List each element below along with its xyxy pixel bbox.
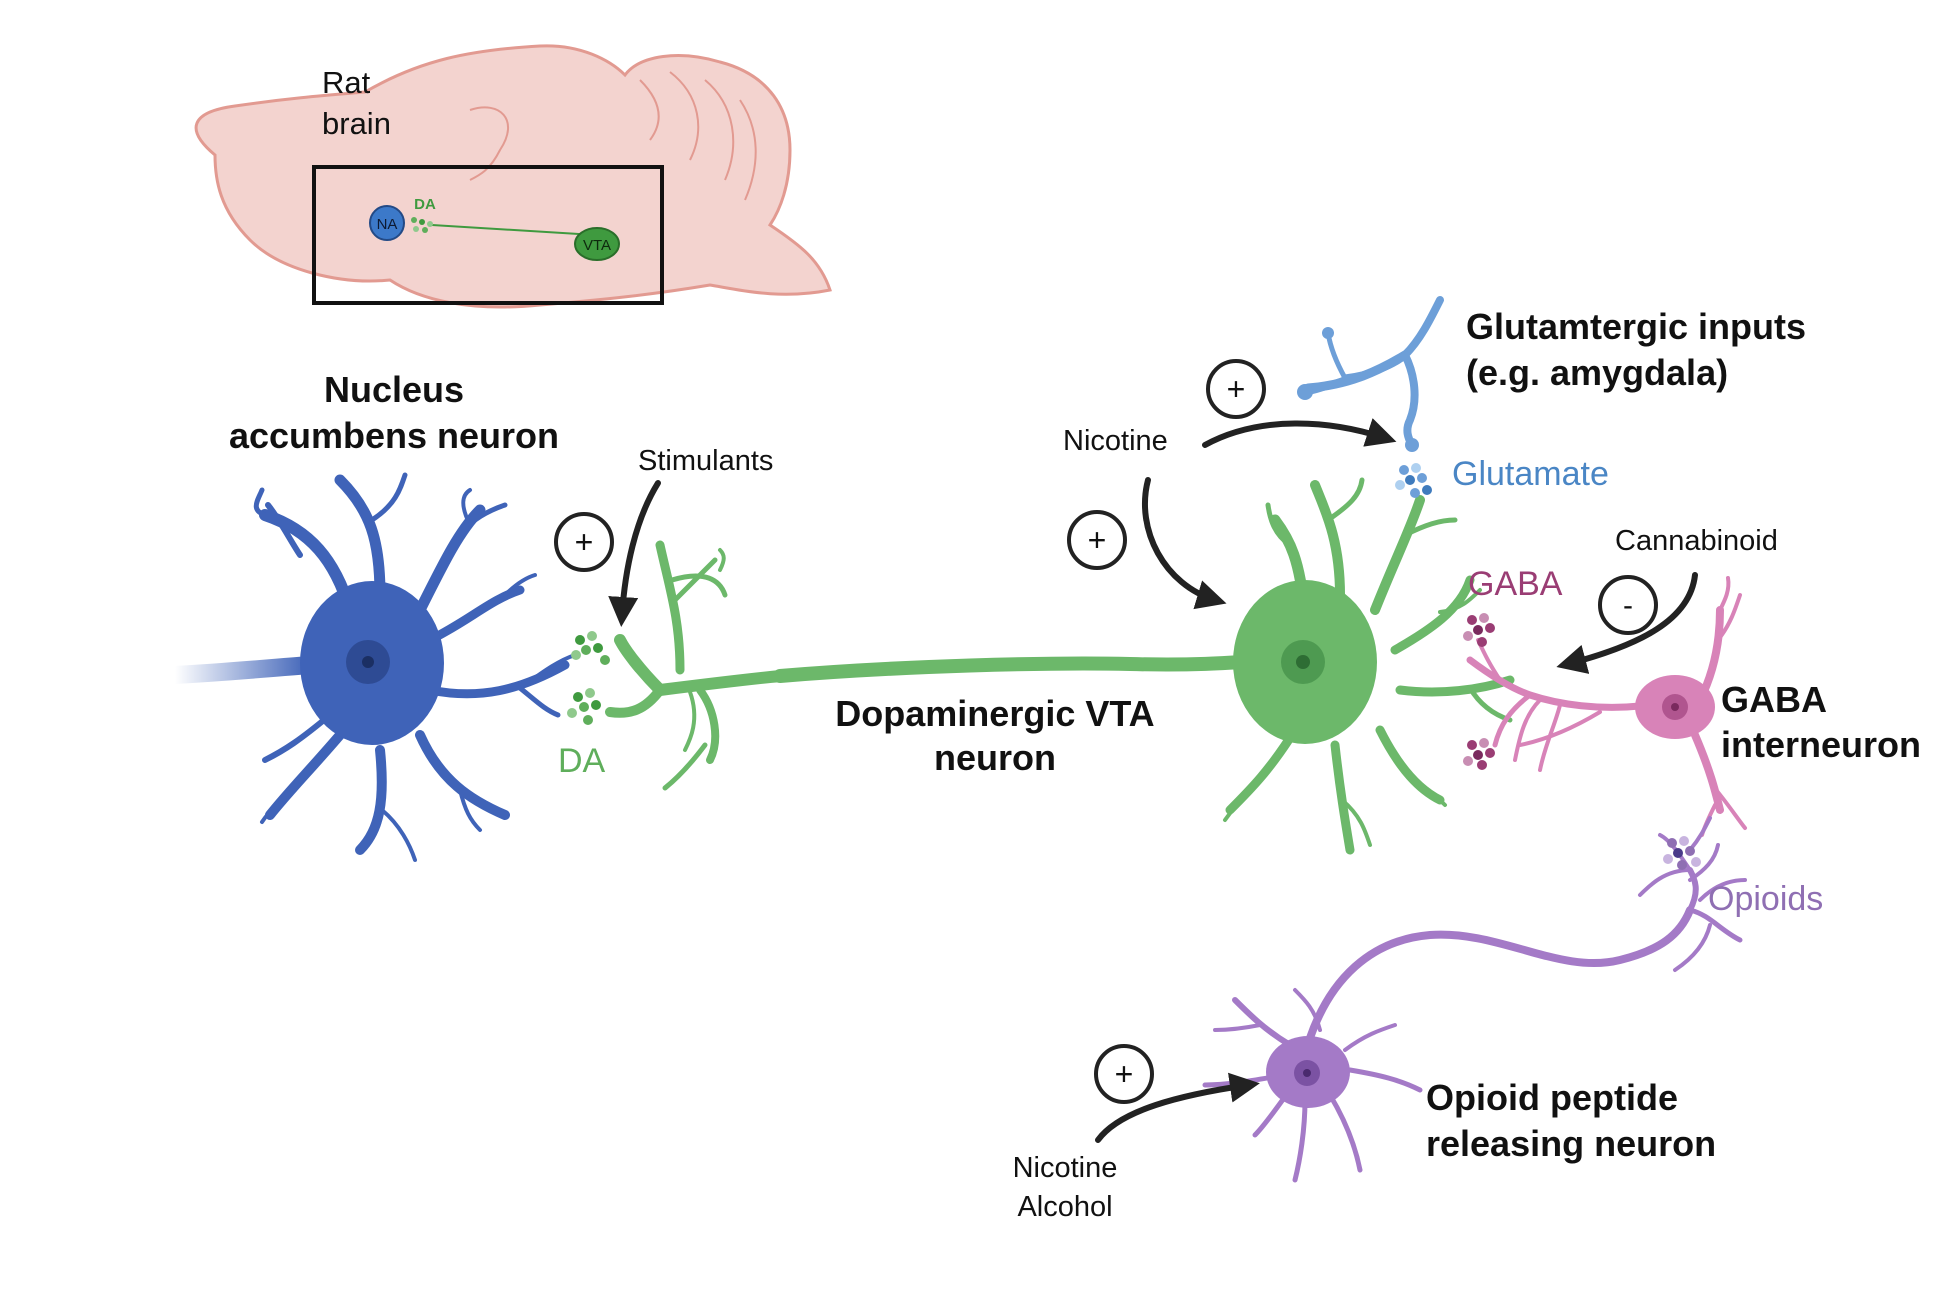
dopaminergic-title-line1: Dopaminergic VTA [835, 693, 1154, 734]
nucleus-accumbens-title-line2: accumbens neuron [229, 415, 559, 456]
na-vta-projection-line [431, 224, 596, 236]
plus-sign-stimulants: + [554, 512, 614, 572]
gaba-interneuron [1466, 576, 1747, 837]
opioid-axon [1306, 906, 1694, 1042]
glutamate-label: Glutamate [1452, 455, 1609, 493]
vta-nucleolus [1296, 655, 1310, 669]
inset-focus-box [312, 165, 664, 305]
glutamate-vesicles [1395, 463, 1432, 498]
vta-dendrites [1223, 477, 1515, 855]
nicotine-vta-arrow [1141, 477, 1227, 610]
nucleus-accumbens-neuron [166, 472, 577, 862]
nucleus-accumbens-title-line1: Nucleus [324, 369, 464, 410]
na-node [369, 205, 405, 241]
sign-circles: + + + - + [554, 359, 1658, 1104]
glutamatergic-inputs-line2: (e.g. amygdala) [1466, 352, 1728, 393]
glutamatergic-axon-terminal [1297, 296, 1444, 452]
opioid-vesicles [1663, 836, 1701, 870]
opioid-neuron-title-line2: releasing neuron [1426, 1123, 1716, 1164]
vta-axon-terminal [605, 540, 786, 791]
cannabinoid-label: Cannabinoid [1615, 525, 1778, 557]
rat-brain-title-line1: Rat [322, 65, 371, 100]
gaba-interneuron-title-line1: GABA [1721, 679, 1827, 720]
da-vesicles-small [411, 217, 433, 233]
drug-arrows [608, 418, 1698, 1143]
svg-text:+: + [1088, 522, 1107, 558]
stimulants-arrow [608, 480, 661, 627]
svg-text:+: + [575, 524, 594, 560]
rat-brain-outline [194, 44, 832, 309]
na-axon [166, 656, 319, 684]
opioids-label: Opioids [1708, 880, 1823, 918]
na-nucleolus [362, 656, 374, 668]
rat-brain-inset: NA DA VTA Rat brain [194, 44, 832, 309]
na-node-label: NA [377, 216, 398, 233]
alcohol-label: Alcohol [1017, 1191, 1112, 1223]
svg-text:-: - [1623, 589, 1633, 622]
dopaminergic-vta-neuron [605, 477, 1515, 855]
cannabinoid-arrow [1556, 572, 1698, 674]
svg-text:+: + [1227, 371, 1246, 407]
nicotine-alcohol-arrow [1095, 1072, 1260, 1143]
na-dendrites [253, 472, 577, 862]
glutamatergic-inputs-line1: Glutamtergic inputs [1466, 306, 1806, 347]
rat-brain-title-line2: brain [322, 106, 391, 141]
vta-node [574, 227, 620, 261]
rat-brain-hemisphere-line [469, 106, 510, 181]
plus-sign-vta: + [1067, 510, 1127, 570]
opioid-neuron-title-line1: Opioid peptide [1426, 1077, 1678, 1118]
gaba-label: GABA [1468, 565, 1563, 603]
vta-axon [773, 653, 1277, 683]
rat-cerebellum-folds [639, 71, 757, 201]
gaba-vesicles [1463, 613, 1495, 770]
da-small-label: DA [414, 196, 436, 213]
da-label: DA [558, 742, 606, 780]
stimulants-label: Stimulants [638, 445, 773, 477]
gaba-interneuron-title-line2: interneuron [1721, 724, 1921, 765]
nicotine-glutamate-arrow [1202, 418, 1397, 448]
minus-sign-cannabinoid: - [1598, 575, 1658, 635]
nicotine-top-label: Nicotine [1063, 425, 1168, 457]
da-vesicles-synapse [567, 631, 610, 725]
vta-node-label: VTA [583, 237, 611, 254]
opioid-neuron [1202, 816, 1747, 1183]
plus-sign-opioid: + [1094, 1044, 1154, 1104]
plus-sign-glutamate: + [1206, 359, 1266, 419]
nicotine-bottom-label: Nicotine [1013, 1152, 1118, 1184]
dopaminergic-title-line2: neuron [934, 737, 1056, 778]
svg-text:+: + [1115, 1056, 1134, 1092]
